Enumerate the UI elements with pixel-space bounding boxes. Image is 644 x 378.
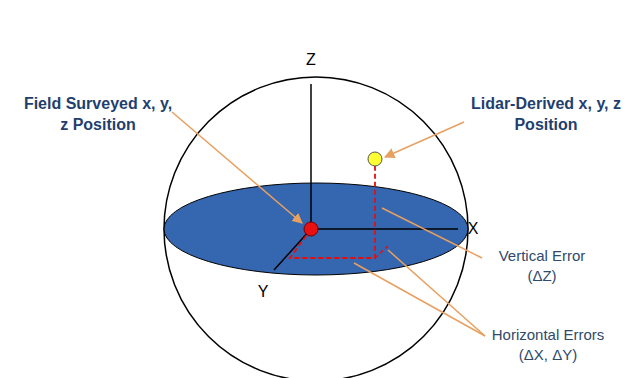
- leader-line: [172, 112, 302, 223]
- error-dashed-tick: [375, 246, 388, 258]
- error-dashed-line: [290, 166, 375, 258]
- callout-title: Field Surveyed x, y, z Position: [18, 94, 178, 136]
- callout-note: Vertical Error (ΔZ): [486, 246, 598, 285]
- x-axis: [311, 228, 458, 230]
- axis-label: Y: [250, 282, 276, 303]
- leader-line: [354, 263, 485, 336]
- z-axis: [310, 84, 312, 229]
- leader-line: [385, 122, 464, 157]
- callout-title: Lidar-Derived x, y, z Position: [466, 94, 626, 136]
- leader-line: [388, 250, 485, 336]
- axis-label: Z: [291, 50, 331, 71]
- lidar-point: [368, 152, 382, 166]
- surveyed-point: [304, 222, 318, 236]
- callout-note: Horizontal Errors (ΔX, ΔY): [478, 325, 618, 364]
- axis-label: X: [461, 219, 485, 240]
- leader-line: [382, 208, 482, 258]
